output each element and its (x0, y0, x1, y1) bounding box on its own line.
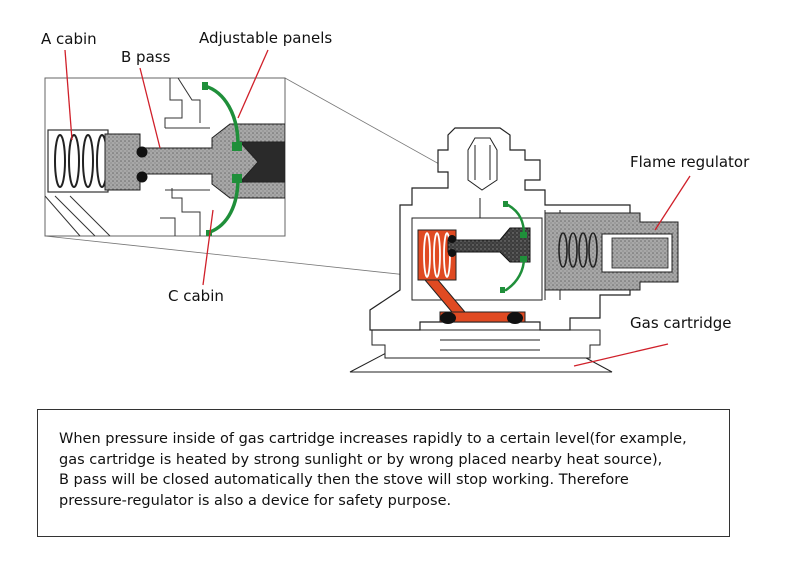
inset-o-ring (136, 146, 148, 158)
label-b-pass: B pass (121, 48, 171, 66)
label-gas-cartridge: Gas cartridge (630, 314, 732, 332)
regulator-spring (558, 232, 598, 268)
label-flame-regulator: Flame regulator (630, 153, 750, 171)
leader-adjustable-panels (237, 49, 269, 119)
caption-box: When pressure inside of gas cartridge in… (37, 409, 730, 537)
caption-line: B pass will be closed automatically then… (59, 472, 629, 488)
leader-c-cabin (202, 209, 214, 286)
caption-text: When pressure inside of gas cartridge in… (59, 429, 719, 511)
leader-gas-cartridge (573, 343, 669, 367)
inset-o-ring (136, 171, 148, 183)
caption-line: When pressure inside of gas cartridge in… (59, 431, 687, 447)
caption-line: pressure-regulator is also a device for … (59, 492, 452, 509)
label-adjustable-panels: Adjustable panels (199, 29, 332, 47)
leader-flame-regulator (654, 175, 691, 231)
leader-b-pass (139, 67, 161, 149)
label-c-cabin: C cabin (168, 287, 224, 305)
leader-lines (64, 49, 691, 367)
valve-stem (447, 227, 531, 263)
inset-adjustable-panel (203, 84, 240, 234)
magnified-inset (44, 77, 286, 237)
leader-a-cabin (64, 49, 73, 141)
caption-line: gas cartridge is heated by strong sunlig… (59, 451, 663, 468)
label-a-cabin: A cabin (41, 30, 97, 48)
stove-cutaway (349, 127, 679, 373)
